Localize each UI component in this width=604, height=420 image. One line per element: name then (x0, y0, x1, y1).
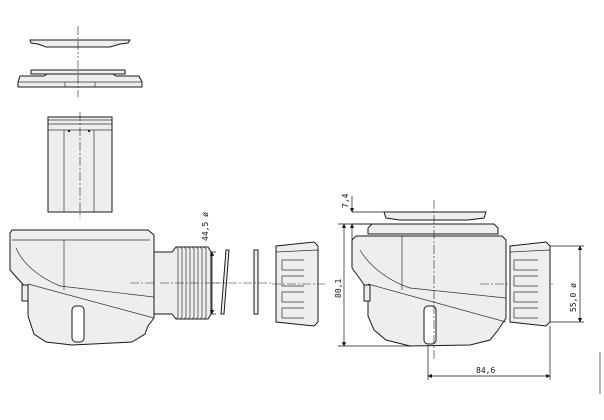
flange-part (17, 60, 143, 97)
nut-grip-slot (281, 291, 304, 303)
threaded-pipe-part (153, 246, 220, 320)
dimension-label-outlet-length: 84,6 (476, 366, 495, 375)
connection-nut-left (272, 241, 325, 327)
nut-grip-slot (281, 275, 304, 287)
gasket-part (243, 249, 272, 315)
nut-grip-slot (281, 259, 304, 271)
dimension-outlet-length (427, 326, 551, 380)
dimension-body-height (338, 223, 410, 347)
assembled-trap-right (351, 200, 555, 360)
dimension-label-body-height: 80,1 (334, 279, 343, 298)
nut-grip-slot (281, 307, 304, 319)
nut-grip-slot (513, 259, 538, 271)
dimension-label-pipe-diameter: 44,5 ø (201, 212, 210, 241)
dimension-pipe-diameter (209, 251, 216, 315)
trap-body-left (9, 229, 165, 346)
dimension-nut-diameter (550, 245, 584, 323)
nut-grip-slot (513, 291, 538, 303)
riser-tube-part (47, 112, 113, 218)
dimension-label-cap-height: 7,4 (341, 193, 350, 208)
dimension-label-nut-diameter: 55,0 ø (569, 283, 578, 312)
nut-grip-slot (513, 307, 538, 319)
strainer-cover-part (29, 26, 131, 58)
nut-grip-slot (513, 275, 538, 287)
washer-part (213, 249, 243, 315)
